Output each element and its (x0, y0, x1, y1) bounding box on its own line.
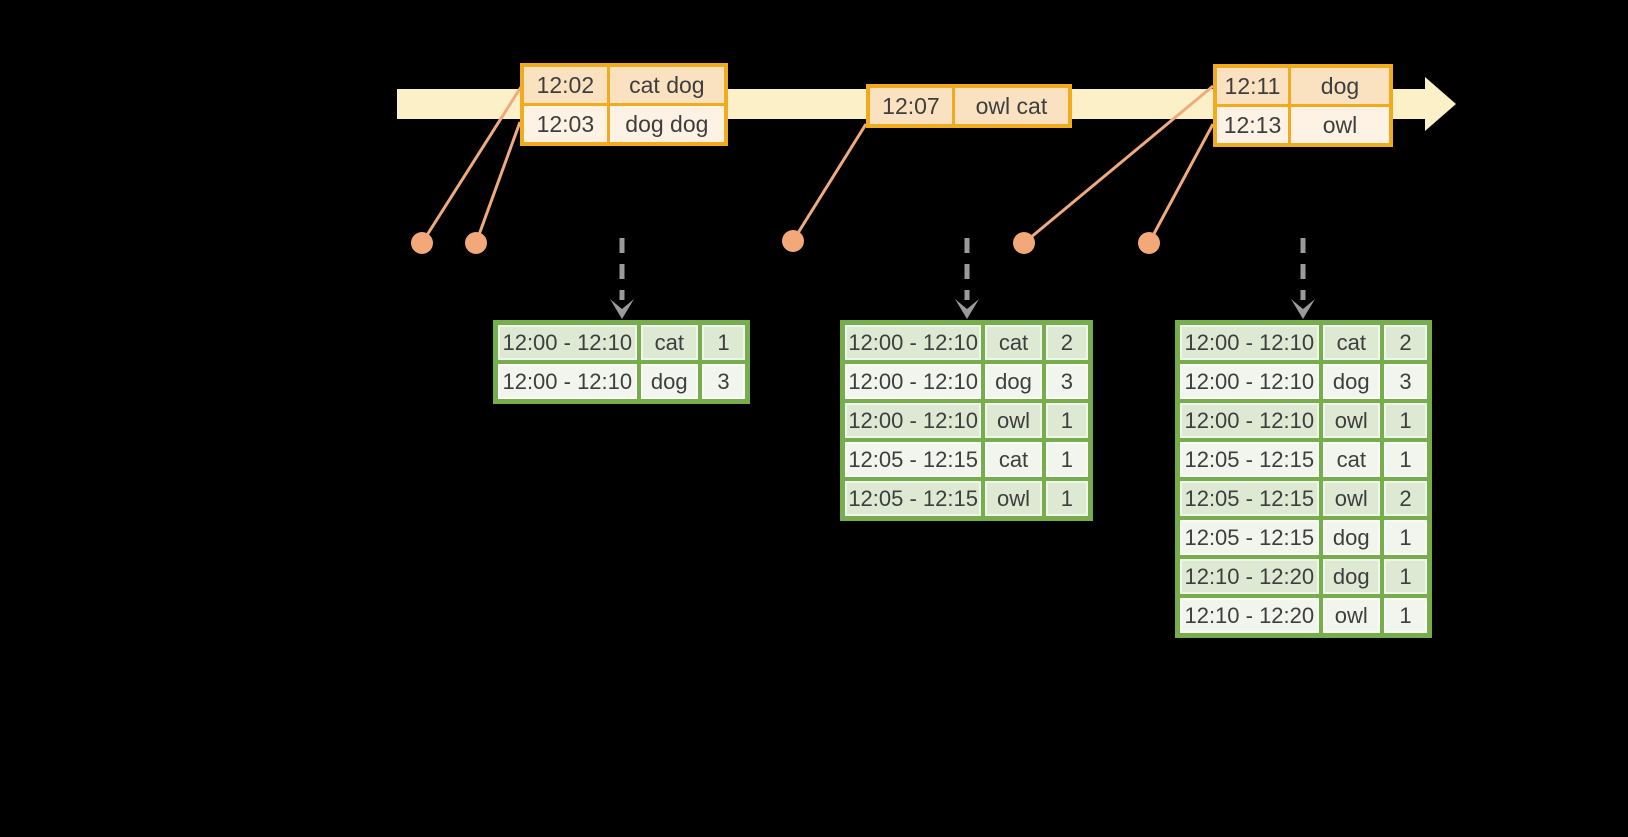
event-dot (1138, 232, 1160, 254)
table-cell: 12:02 (524, 67, 607, 103)
table-cell: 12:11 (1217, 68, 1288, 104)
table-cell: 12:05 - 12:15 (1180, 481, 1319, 516)
table-cell: 12:00 - 12:10 (845, 403, 982, 438)
table-cell: owl (1290, 107, 1389, 143)
connector-line (1023, 84, 1214, 245)
connector-line (791, 123, 868, 242)
table-cell: 12:07 (870, 88, 952, 124)
table-cell: 1 (1045, 481, 1088, 516)
table-cell: owl (1322, 598, 1380, 633)
connector-line (1147, 123, 1215, 244)
table-cell: cat (985, 442, 1042, 477)
table-cell: owl (1322, 403, 1380, 438)
table-cell: 12:00 - 12:10 (498, 364, 637, 399)
table-cell: 12:03 (524, 106, 607, 142)
table-cell: 1 (1383, 403, 1427, 438)
table-cell: 12:00 - 12:10 (498, 325, 637, 360)
event-dot (411, 232, 433, 254)
event-dot (1013, 232, 1035, 254)
table-cell: 12:00 - 12:10 (1180, 364, 1319, 399)
table-cell: owl (1322, 481, 1380, 516)
trigger-arrow-icon (1291, 299, 1315, 319)
event-dot (782, 230, 804, 252)
table-cell: dog (1322, 364, 1380, 399)
table-cell: 12:05 - 12:15 (1180, 520, 1319, 555)
table-cell: 3 (701, 364, 745, 399)
table-cell: cat (1322, 442, 1380, 477)
table-cell: 12:00 - 12:10 (1180, 325, 1319, 360)
timeline-arrowhead-icon (1425, 77, 1456, 131)
table-cell: cat (1322, 325, 1380, 360)
table-cell: 12:00 - 12:10 (845, 325, 982, 360)
table-cell: dog (1290, 68, 1389, 104)
table-cell: 1 (701, 325, 745, 360)
table-cell: 1 (1383, 559, 1427, 594)
table-cell: owl (985, 403, 1042, 438)
table-cell: 12:10 - 12:20 (1180, 598, 1319, 633)
table-cell: dog (985, 364, 1042, 399)
table-cell: dog dog (609, 106, 724, 142)
table-cell: 3 (1045, 364, 1088, 399)
table-cell: 1 (1383, 442, 1427, 477)
table-cell: 2 (1383, 481, 1427, 516)
table-cell: 1 (1383, 520, 1427, 555)
table-cell: cat (640, 325, 698, 360)
table-cell: 1 (1045, 403, 1088, 438)
table-cell: 12:00 - 12:10 (845, 364, 982, 399)
table-cell: cat dog (609, 67, 724, 103)
table-cell: 12:00 - 12:10 (1180, 403, 1319, 438)
table-cell: 3 (1383, 364, 1427, 399)
trigger-arrow-icon (955, 299, 979, 319)
table-cell: 1 (1045, 442, 1088, 477)
connector-line (420, 86, 523, 244)
table-cell: 12:05 - 12:15 (845, 481, 982, 516)
event-dot (465, 232, 487, 254)
table-cell: 12:10 - 12:20 (1180, 559, 1319, 594)
table-cell: dog (1322, 520, 1380, 555)
table-cell: 12:13 (1217, 107, 1288, 143)
table-cell: owl cat (954, 88, 1068, 124)
table-cell: dog (1322, 559, 1380, 594)
table-cell: 2 (1383, 325, 1427, 360)
table-cell: owl (985, 481, 1042, 516)
table-cell: 2 (1045, 325, 1088, 360)
table-cell: cat (985, 325, 1042, 360)
trigger-arrow-icon (610, 299, 634, 319)
table-cell: 12:05 - 12:15 (1180, 442, 1319, 477)
table-cell: dog (640, 364, 698, 399)
table-cell: 12:05 - 12:15 (845, 442, 982, 477)
table-cell: 1 (1383, 598, 1427, 633)
connector-line (474, 121, 522, 244)
